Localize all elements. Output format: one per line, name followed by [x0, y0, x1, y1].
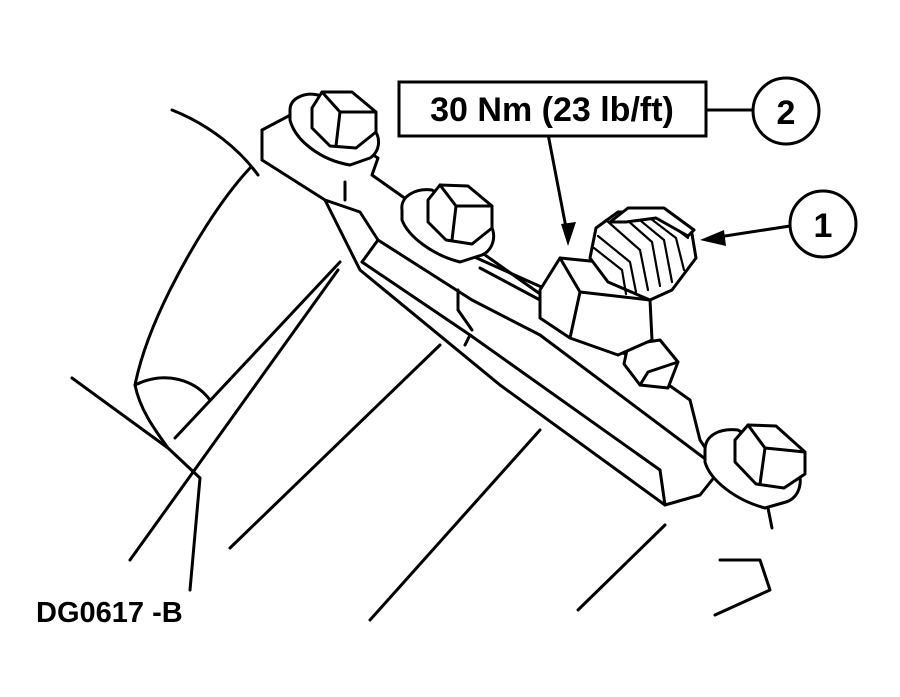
callout-1-number: 1: [814, 207, 833, 245]
callout-2-number: 2: [777, 94, 796, 132]
fitting-assembly: [538, 206, 698, 390]
bolt-lower-right: [703, 423, 807, 530]
housing-body: [70, 108, 772, 622]
figure-code: DG0617 -B: [36, 597, 183, 629]
torque-label-box: 30 Nm (23 lb/ft): [397, 80, 708, 138]
bolt-top-left: [288, 90, 380, 167]
bolt-middle: [400, 183, 496, 264]
leader-lines: [546, 108, 792, 246]
callout-2: 2: [751, 76, 821, 146]
callout-1: 1: [788, 189, 858, 259]
torque-label-text: 30 Nm (23 lb/ft): [430, 91, 674, 129]
mounting-plate: [260, 108, 722, 507]
